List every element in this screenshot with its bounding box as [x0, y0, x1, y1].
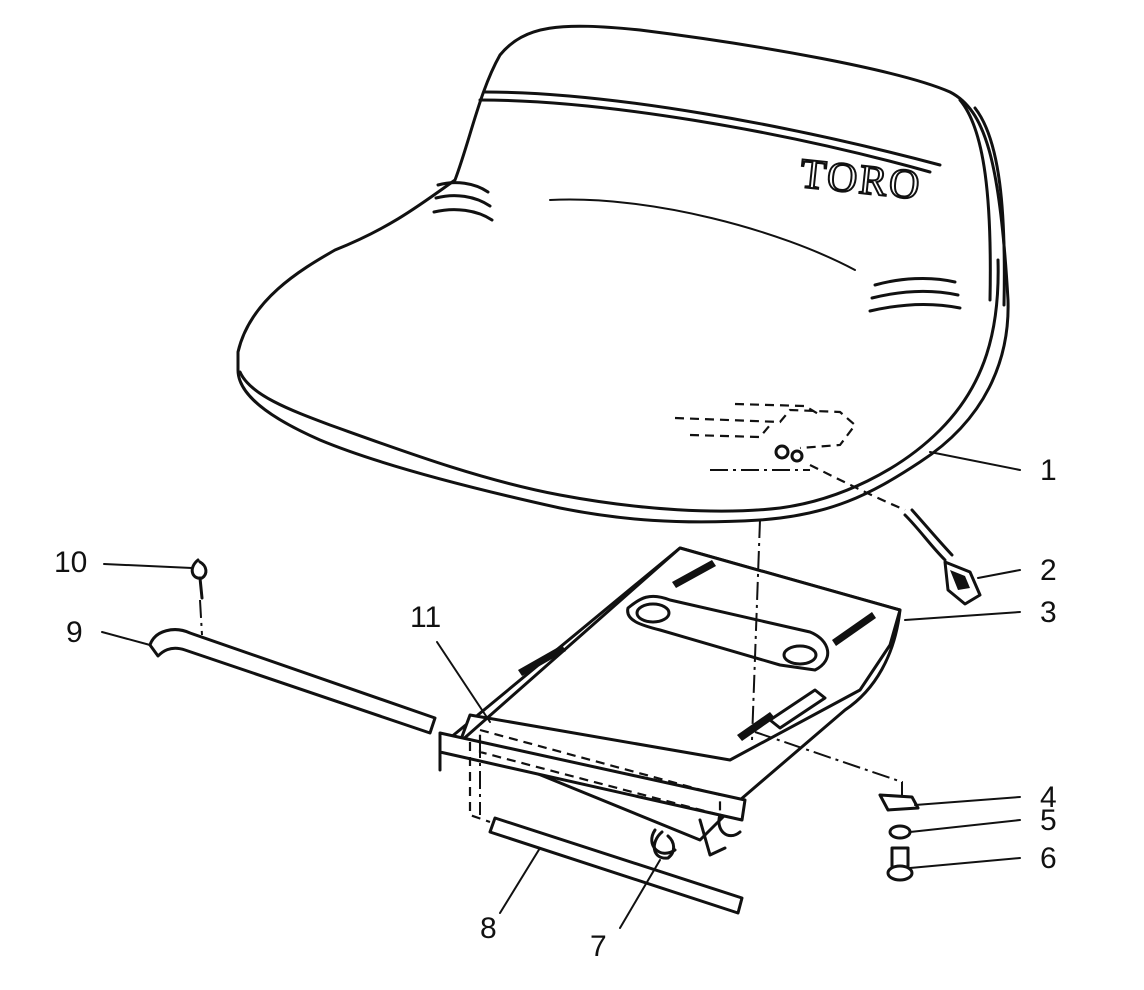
leader-lines: [101, 451, 1021, 929]
callout-7: 7: [590, 930, 607, 963]
callout-5: 5: [1040, 804, 1057, 837]
callout-4: 4: [1040, 781, 1057, 814]
hair-pin-clip: [190, 558, 208, 600]
callout-9: 9: [66, 616, 83, 649]
seat-pan: [438, 546, 902, 857]
support-rod: [148, 628, 437, 735]
callout-3: 3: [1040, 596, 1057, 629]
callout-8: 8: [480, 912, 497, 945]
callout-2: 2: [1040, 554, 1057, 587]
callout-6: 6: [1040, 842, 1057, 875]
clip-washer-bolt: [878, 793, 920, 882]
callout-1: 1: [1040, 454, 1057, 487]
callout-11: 11: [410, 601, 442, 634]
callout-10: 10: [54, 546, 88, 579]
hinge-rod: [488, 816, 744, 915]
seat-switch-harness: [809, 464, 982, 606]
seat-shell: TORO: [236, 24, 1010, 524]
hair-pin: [652, 830, 676, 860]
assembly-lines: [199, 469, 903, 815]
